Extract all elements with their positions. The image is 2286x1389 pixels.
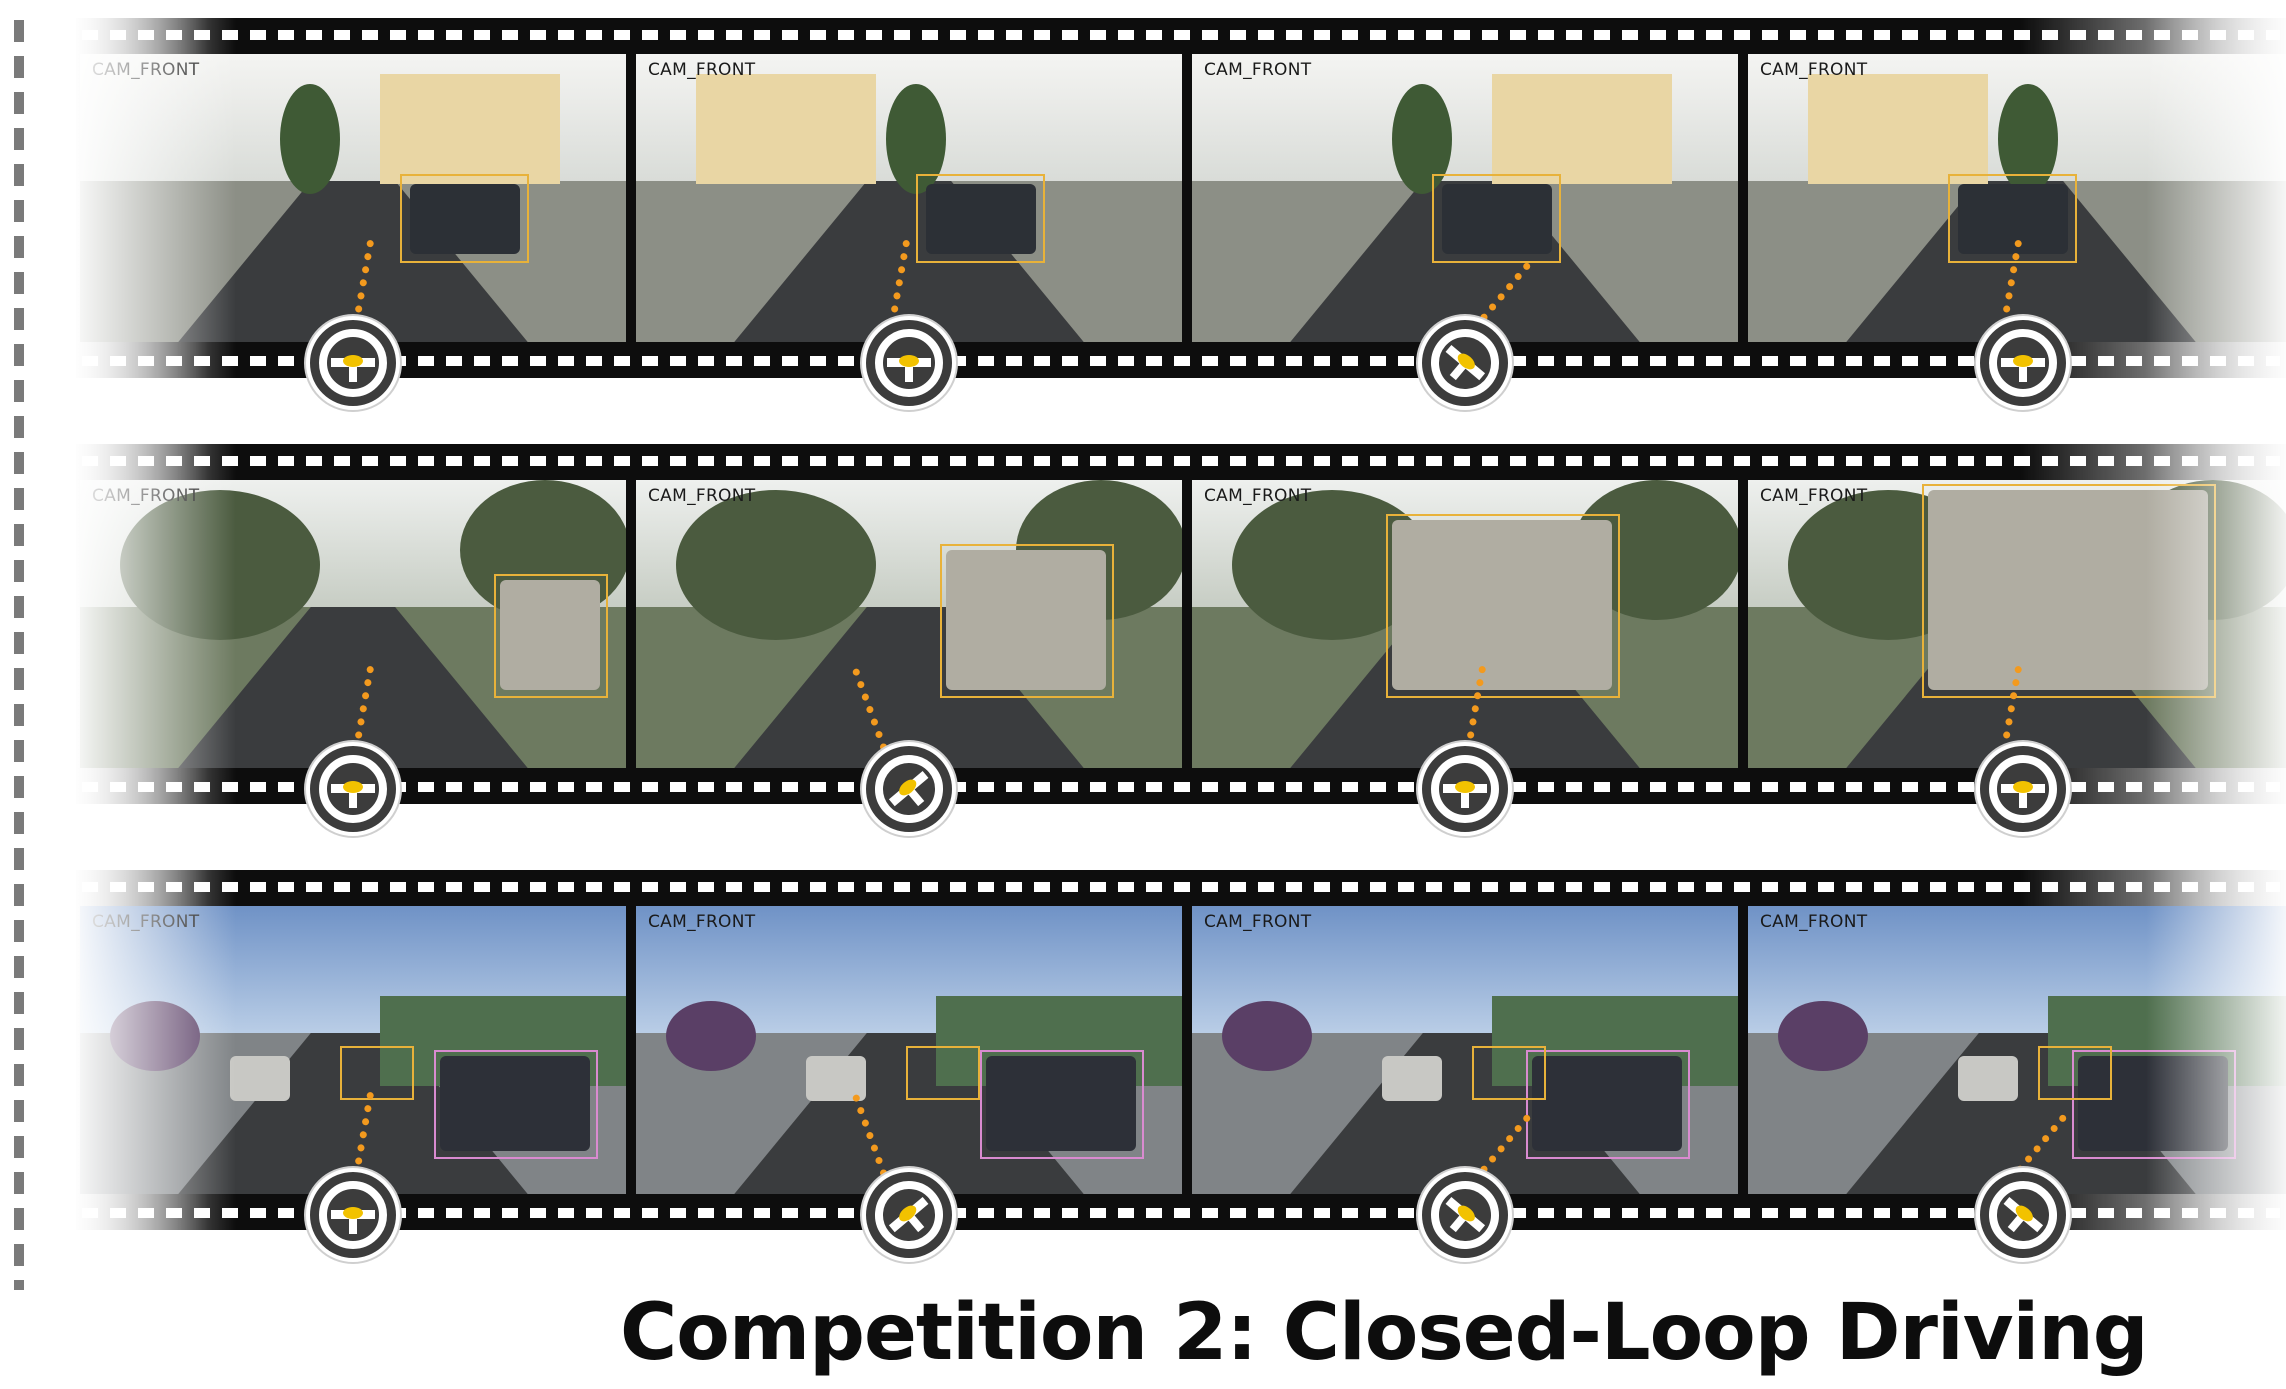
steering-wheel-icon — [1976, 1168, 2070, 1262]
steering-wheel-icon — [1976, 742, 2070, 836]
detection-box — [940, 544, 1114, 698]
camera-frame: CAM_FRONT — [1192, 906, 1738, 1194]
detection-box — [1386, 514, 1620, 698]
fade-overlay-left — [76, 18, 236, 378]
detection-box — [2038, 1046, 2112, 1100]
camera-label: CAM_FRONT — [1760, 912, 1868, 932]
camera-frame: CAM_FRONT — [636, 906, 1182, 1194]
camera-frame: CAM_FRONT — [1192, 54, 1738, 342]
scene-truck — [1392, 520, 1612, 690]
scene-car — [1442, 184, 1552, 254]
film-perforations-bottom — [82, 356, 2280, 366]
competition-title: Competition 2: Closed-Loop Driving — [620, 1288, 2149, 1378]
camera-frame: CAM_FRONT — [636, 54, 1182, 342]
detection-box — [980, 1050, 1144, 1159]
scene-car — [1382, 1056, 1442, 1101]
detection-box — [1526, 1050, 1690, 1159]
film-perforations-top — [82, 30, 2280, 40]
scene-car — [1958, 184, 2068, 254]
detection-box — [434, 1050, 598, 1159]
scene-house — [380, 74, 560, 184]
steering-wheel-icon — [306, 316, 400, 410]
camera-label: CAM_FRONT — [1204, 60, 1312, 80]
detection-box — [340, 1046, 414, 1100]
steering-wheel-icon — [306, 1168, 400, 1262]
camera-label: CAM_FRONT — [648, 912, 756, 932]
steering-wheel-icon — [1418, 742, 1512, 836]
scene-car — [926, 184, 1036, 254]
film-perforations-top — [82, 882, 2280, 892]
scene-house — [1492, 74, 1672, 184]
scene-tree — [676, 490, 876, 640]
camera-label: CAM_FRONT — [1204, 912, 1312, 932]
steering-wheel-icon — [1418, 316, 1512, 410]
camera-frame: CAM_FRONT — [636, 480, 1182, 768]
filmstrip-1: CAM_FRONT CAM_FRONT CAM_FRONT — [76, 18, 2286, 410]
film-perforations-bottom — [82, 782, 2280, 792]
scene-car — [440, 1056, 590, 1151]
scene-tree — [666, 1001, 756, 1071]
camera-label: CAM_FRONT — [1204, 486, 1312, 506]
film-perforations-top — [82, 456, 2280, 466]
fade-overlay-left — [76, 444, 236, 804]
steering-wheel-icon — [862, 1168, 956, 1262]
fade-overlay-right — [2146, 444, 2286, 804]
fade-overlay-left — [76, 870, 236, 1230]
detection-box — [494, 574, 608, 698]
scene-truck — [500, 580, 600, 690]
scene-house — [696, 74, 876, 184]
camera-label: CAM_FRONT — [1760, 60, 1868, 80]
steering-wheel-icon — [306, 742, 400, 836]
film-perforations-bottom — [82, 1208, 2280, 1218]
steering-wheel-icon — [862, 742, 956, 836]
steering-wheel-icon — [1418, 1168, 1512, 1262]
filmstrip-3: CAM_FRONT CAM_FRONT — [76, 870, 2286, 1262]
scene-truck — [946, 550, 1106, 690]
detection-box — [1948, 174, 2077, 263]
camera-frame: CAM_FRONT — [1192, 480, 1738, 768]
detection-box — [906, 1046, 980, 1100]
steering-wheel-icon — [1976, 316, 2070, 410]
scene-car — [986, 1056, 1136, 1151]
filmstrip-2: CAM_FRONT CAM_FRONT CAM_FRONT — [76, 444, 2286, 836]
scene-car — [1532, 1056, 1682, 1151]
detection-box — [1432, 174, 1561, 263]
scene-car — [1958, 1056, 2018, 1101]
scene-tree — [280, 84, 340, 194]
detection-box — [400, 174, 529, 263]
detection-box — [916, 174, 1045, 263]
scene-tree — [1222, 1001, 1312, 1071]
fade-overlay-right — [2146, 18, 2286, 378]
scene-house — [1808, 74, 1988, 184]
fade-overlay-right — [2146, 870, 2286, 1230]
left-dashed-divider — [14, 20, 24, 1290]
camera-label: CAM_FRONT — [648, 60, 756, 80]
scene-car — [806, 1056, 866, 1101]
detection-box — [1472, 1046, 1546, 1100]
steering-wheel-icon — [862, 316, 956, 410]
scene-car — [410, 184, 520, 254]
camera-label: CAM_FRONT — [648, 486, 756, 506]
scene-car — [230, 1056, 290, 1101]
camera-label: CAM_FRONT — [1760, 486, 1868, 506]
scene-tree — [1778, 1001, 1868, 1071]
